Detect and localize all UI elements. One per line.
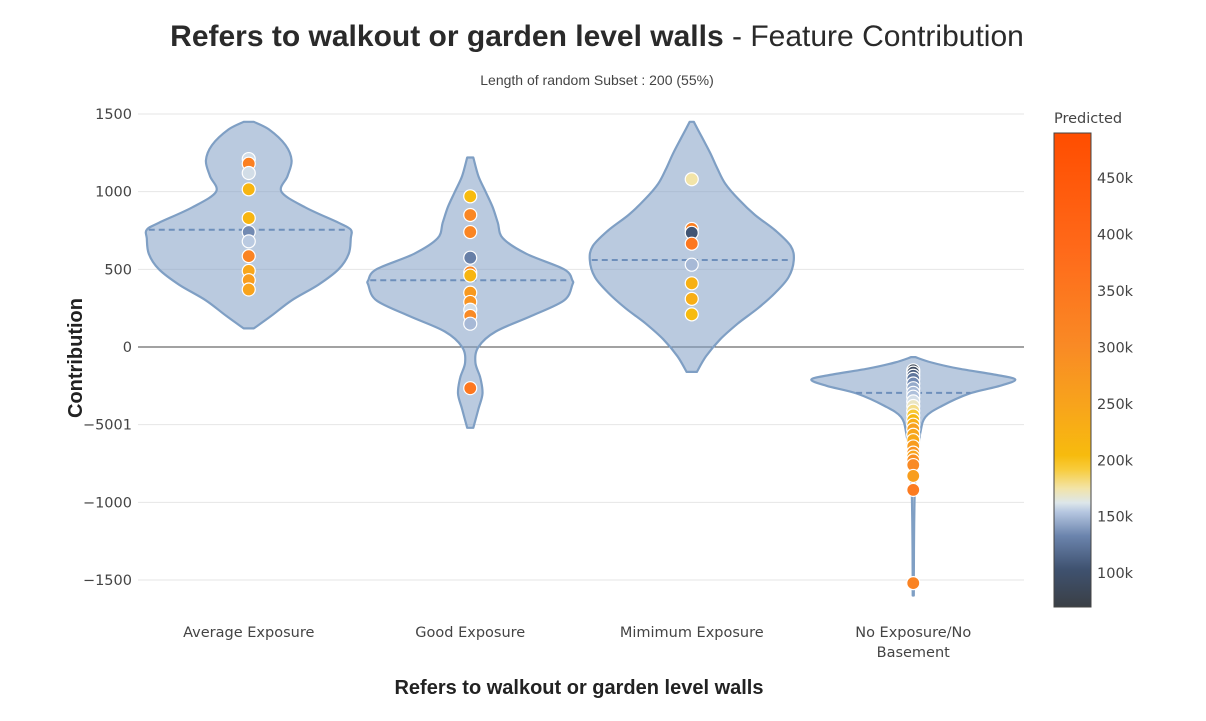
colorbar bbox=[1053, 132, 1092, 608]
x-category-labels: Average Exposure Good Exposure Mimimum Exp… bbox=[183, 625, 971, 661]
data-point[interactable] bbox=[463, 316, 478, 331]
y-tick-label: −1500 bbox=[83, 573, 132, 589]
x-category-label: No Exposure/No bbox=[855, 625, 971, 641]
data-point[interactable] bbox=[684, 291, 699, 306]
data-point[interactable] bbox=[241, 282, 256, 297]
x-category-label: Basement bbox=[877, 645, 951, 661]
colorbar-tick-labels: 100k 150k 200k 250k 300k 350k 400k 450k bbox=[1097, 171, 1134, 582]
y-tick-labels: 1500 1000 500 0 −5001 −1000 −1500 bbox=[83, 107, 132, 589]
colorbar-tick-label: 100k bbox=[1097, 566, 1134, 582]
x-category-label: Good Exposure bbox=[415, 625, 525, 641]
data-point[interactable] bbox=[684, 276, 699, 291]
y-tick-label: 500 bbox=[104, 262, 132, 278]
data-point[interactable] bbox=[463, 224, 478, 240]
chart-title-main: Refers to walkout or garden level walls bbox=[170, 20, 724, 53]
data-point[interactable] bbox=[463, 189, 478, 204]
data-points bbox=[241, 151, 921, 591]
y-tick-label: 1000 bbox=[95, 185, 132, 201]
chart-subtitle: Length of random Subset : 200 (55%) bbox=[480, 72, 713, 88]
colorbar-title: Predicted bbox=[1054, 111, 1122, 127]
colorbar-tick-label: 200k bbox=[1097, 453, 1134, 469]
data-point[interactable] bbox=[906, 468, 921, 484]
chart-title-separator: - bbox=[724, 20, 751, 53]
data-point[interactable] bbox=[241, 165, 256, 181]
colorbar-tick-label: 300k bbox=[1097, 340, 1134, 356]
y-axis-title: Contribution bbox=[65, 298, 87, 418]
y-tick-label: 0 bbox=[123, 340, 132, 356]
colorbar-tick-label: 400k bbox=[1097, 228, 1134, 244]
data-point[interactable] bbox=[906, 482, 921, 498]
data-point[interactable] bbox=[241, 182, 256, 197]
y-tick-label: −1000 bbox=[83, 495, 132, 511]
chart-title: Refers to walkout or garden level walls … bbox=[170, 20, 1024, 53]
data-point[interactable] bbox=[241, 210, 256, 226]
colorbar-tick-label: 250k bbox=[1097, 397, 1134, 413]
x-axis-title: Refers to walkout or garden level walls bbox=[394, 677, 763, 699]
data-point[interactable] bbox=[241, 249, 256, 264]
colorbar-tick-label: 150k bbox=[1097, 510, 1134, 526]
colorbar-tick-label: 450k bbox=[1097, 171, 1134, 187]
data-point[interactable] bbox=[684, 172, 699, 187]
data-point[interactable] bbox=[463, 381, 478, 396]
colorbar-tick-label: 350k bbox=[1097, 284, 1134, 300]
x-category-label: Average Exposure bbox=[183, 625, 314, 641]
y-tick-label: 1500 bbox=[95, 107, 132, 123]
data-point[interactable] bbox=[463, 207, 478, 223]
data-point[interactable] bbox=[463, 250, 478, 265]
x-category-label: Mimimum Exposure bbox=[620, 625, 764, 641]
data-point[interactable] bbox=[906, 576, 921, 591]
chart-title-suffix: Feature Contribution bbox=[750, 20, 1024, 53]
data-point[interactable] bbox=[684, 236, 699, 251]
violins bbox=[144, 120, 1017, 597]
data-point[interactable] bbox=[684, 257, 699, 272]
data-point[interactable] bbox=[684, 307, 699, 322]
y-tick-label: −5001 bbox=[83, 418, 132, 434]
data-point[interactable] bbox=[463, 268, 478, 283]
data-point[interactable] bbox=[241, 234, 256, 249]
